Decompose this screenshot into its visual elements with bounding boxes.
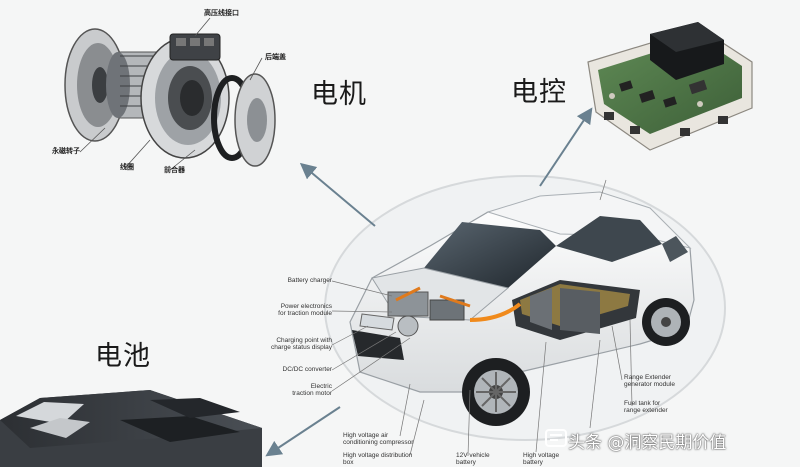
controller-image bbox=[587, 22, 753, 151]
motor-part-rear-cover: 后端盖 bbox=[265, 54, 286, 61]
motor-part-rotor: 永磁转子 bbox=[52, 148, 80, 155]
arrow-to-battery bbox=[265, 406, 341, 457]
arrow-to-controller bbox=[539, 107, 593, 187]
callout-leaders bbox=[331, 179, 633, 457]
callout-dcdc: DC/DC converter bbox=[282, 366, 332, 373]
motor-part-coil: 线圈 bbox=[120, 164, 134, 171]
arrow-to-motor bbox=[299, 162, 376, 227]
motor-exploded-image bbox=[64, 17, 276, 171]
car-cutaway-image bbox=[349, 191, 695, 426]
controller-label: 电控 bbox=[511, 77, 567, 108]
battery-label: 电池 bbox=[95, 341, 151, 372]
callout-battery-charger: Battery charger bbox=[287, 277, 332, 284]
motor-part-front: 前合器 bbox=[164, 167, 185, 174]
watermark-text: 头条 @洞察民期价值 bbox=[568, 433, 727, 453]
battery-pack-image bbox=[0, 390, 262, 467]
motor-part-hv-interface: 高压线接口 bbox=[204, 10, 239, 17]
toutiao-logo-icon bbox=[545, 429, 567, 447]
motor-label: 电机 bbox=[311, 79, 367, 110]
